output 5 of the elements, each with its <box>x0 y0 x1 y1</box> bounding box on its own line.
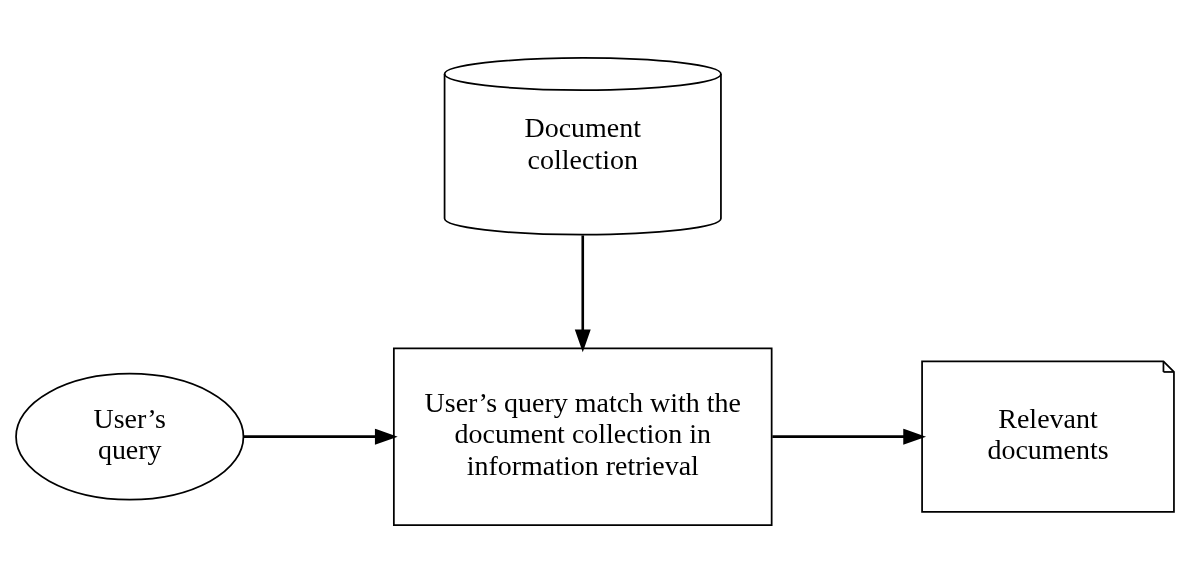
node-box: User’s query match with the document collection in information retrieval <box>392 346 773 526</box>
arrow <box>772 428 927 445</box>
arrow <box>574 234 591 352</box>
node-ellipse: User’s query <box>15 372 245 500</box>
arrow <box>243 428 398 445</box>
